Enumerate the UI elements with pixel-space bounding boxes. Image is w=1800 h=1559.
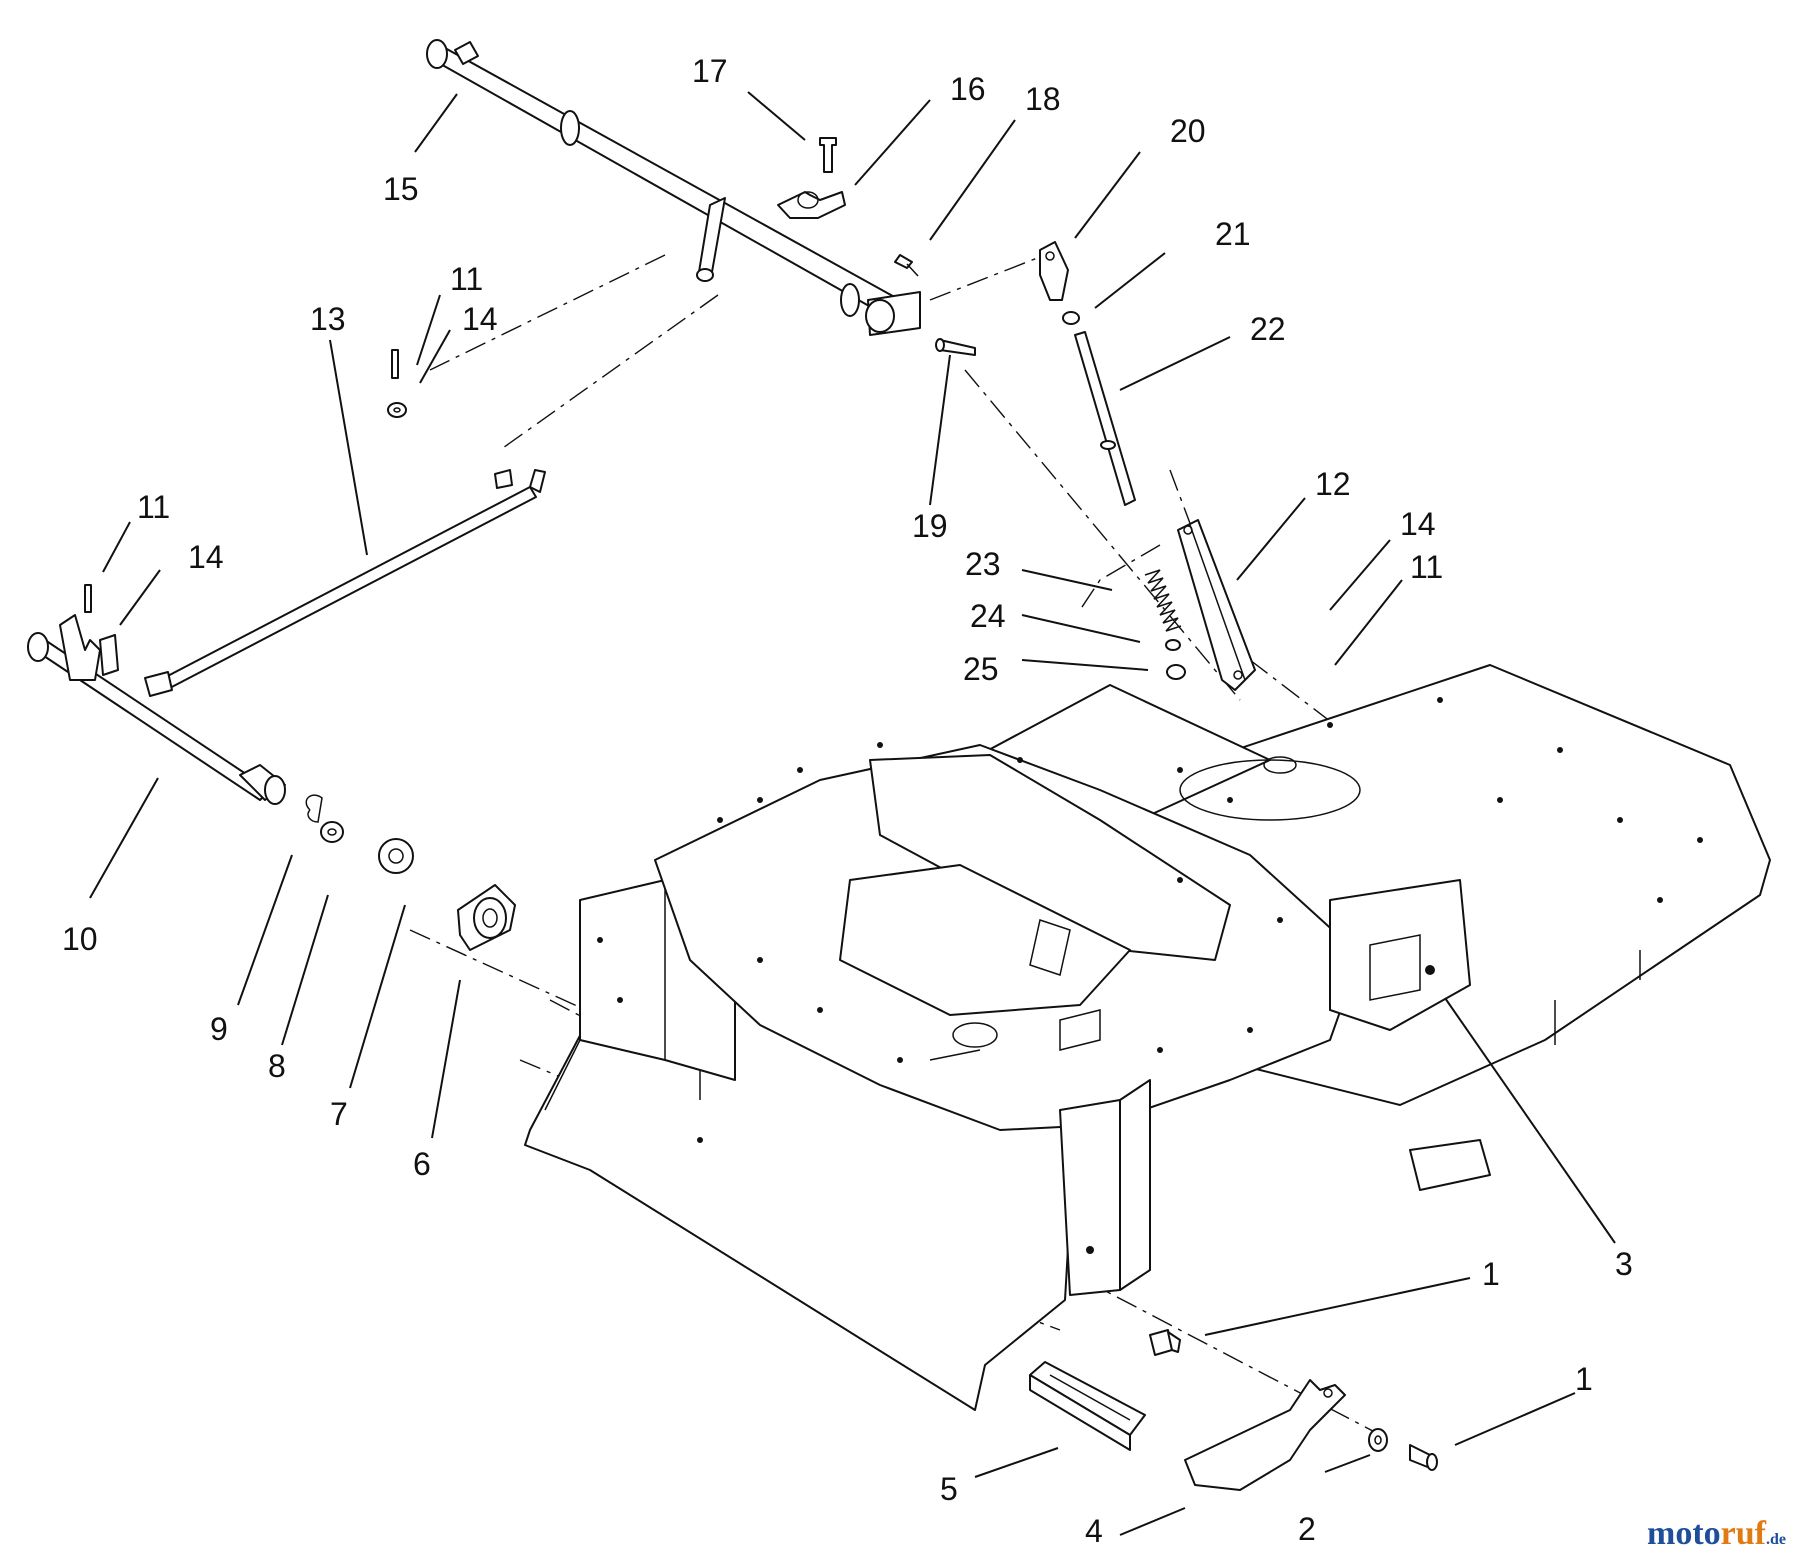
part-1-bolt-upper xyxy=(1149,1329,1181,1356)
part-16-clamp xyxy=(777,191,846,219)
callout-23: 23 xyxy=(965,546,1001,582)
leader-lines xyxy=(89,91,1616,1536)
callout-21: 21 xyxy=(1215,216,1251,252)
part-15-cross-shaft xyxy=(426,39,921,336)
part-5-pedal-pad xyxy=(1029,1361,1146,1451)
callout-6: 6 xyxy=(413,1146,431,1182)
callout-14-right: 14 xyxy=(1400,506,1436,542)
callout-1-upper: 1 xyxy=(1482,1256,1500,1292)
callout-13: 13 xyxy=(310,301,346,337)
part-11-14-upper-hardware xyxy=(387,349,407,418)
part-9-retaining-ring xyxy=(305,794,323,823)
callout-9: 9 xyxy=(210,1011,228,1047)
callout-11-left: 11 xyxy=(137,489,170,525)
part-19-clevis-pin xyxy=(935,338,976,356)
callout-1-lower: 1 xyxy=(1575,1361,1593,1397)
frame-assembly xyxy=(524,664,1771,1411)
callout-16: 16 xyxy=(950,71,986,107)
callout-19: 19 xyxy=(912,508,948,544)
part-17-bolt xyxy=(819,137,837,173)
part-4-pedal xyxy=(1184,1379,1346,1491)
part-21-nut xyxy=(1062,311,1080,325)
watermark-logo: motoruf.de xyxy=(1647,1515,1786,1552)
part-13-link-rod xyxy=(144,469,546,697)
part-18-cotter-pin xyxy=(894,254,919,277)
part-7-washer xyxy=(378,838,414,874)
callout-7: 7 xyxy=(330,1096,348,1132)
part-12-lift-arm xyxy=(1177,519,1256,691)
part-10-lower-shaft xyxy=(27,614,286,805)
callout-10: 10 xyxy=(62,921,98,957)
callout-22: 22 xyxy=(1250,311,1286,347)
callout-8: 8 xyxy=(268,1048,286,1084)
part-25-nut xyxy=(1166,664,1186,680)
part-20-clevis xyxy=(1039,241,1069,301)
callout-14-top: 14 xyxy=(462,301,498,337)
part-22-rod xyxy=(1074,331,1136,506)
callout-2: 2 xyxy=(1298,1511,1316,1547)
callout-18: 18 xyxy=(1025,81,1061,117)
part-24-washer xyxy=(1165,639,1181,651)
part-6-flange-bearing xyxy=(457,884,516,951)
part-8-nut xyxy=(320,821,344,843)
callout-11-top: 11 xyxy=(450,261,483,297)
part-11-14-lower-hardware xyxy=(84,584,92,613)
callout-labels: 1 1 2 3 4 5 6 7 8 9 10 11 11 11 12 13 14… xyxy=(62,53,1633,1549)
part-23-spring xyxy=(1144,569,1182,632)
callout-12: 12 xyxy=(1315,466,1351,502)
callout-3: 3 xyxy=(1615,1246,1633,1282)
callout-20: 20 xyxy=(1170,113,1206,149)
callout-14-left: 14 xyxy=(188,539,224,575)
callout-15: 15 xyxy=(383,171,419,207)
part-2-washer xyxy=(1368,1428,1388,1452)
callout-25: 25 xyxy=(963,651,999,687)
callout-4: 4 xyxy=(1085,1513,1103,1549)
callout-17: 17 xyxy=(692,53,728,89)
callout-24: 24 xyxy=(970,598,1006,634)
callout-11-right: 11 xyxy=(1410,549,1443,585)
callout-5: 5 xyxy=(940,1471,958,1507)
part-1-bolt-lower xyxy=(1409,1444,1438,1471)
